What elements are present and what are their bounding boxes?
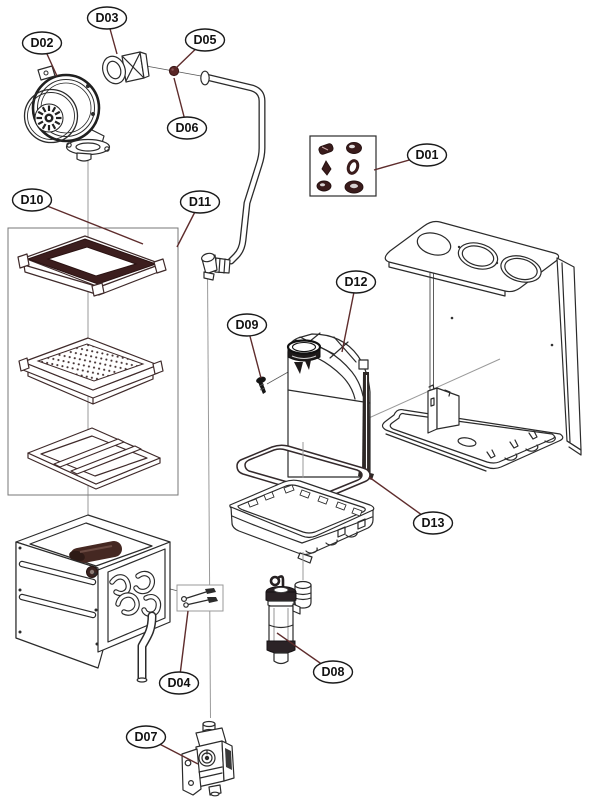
callout-D12: D12 [335, 270, 377, 353]
callout-ellipse-D04 [158, 671, 200, 695]
flue-collar [286, 339, 322, 374]
fan-assembly [23, 65, 111, 162]
fixing-screw [256, 376, 266, 394]
callout-text-D02: D02 [31, 36, 54, 50]
callout-ellipse-D05 [184, 28, 226, 52]
valve-bracket [181, 748, 202, 796]
fan-outlet-flange [65, 138, 111, 162]
callout-ellipse-D12 [335, 270, 377, 294]
door-frame-panel [27, 427, 161, 490]
door-gasket-panel [17, 235, 167, 297]
callout-ellipse-D02 [21, 31, 63, 55]
callout-D02: D02 [21, 31, 63, 77]
burner-plate [18, 337, 164, 405]
callout-text-D07: D07 [135, 730, 158, 744]
callout-ellipse-D13 [412, 511, 454, 535]
callout-ellipse-D09 [226, 313, 268, 337]
callout-D06: D06 [166, 77, 208, 140]
ignition-electrode [176, 584, 224, 612]
fan-inlet-ring [23, 88, 79, 144]
callout-text-D10: D10 [21, 193, 44, 207]
leader-line-D04 [178, 610, 189, 684]
trap-cap [294, 580, 312, 609]
callout-text-D12: D12 [345, 275, 368, 289]
fixings-kit [309, 135, 377, 197]
gas-pipe [200, 70, 266, 281]
callout-D08: D08 [276, 632, 354, 684]
hood-tab [358, 359, 369, 370]
fan-impeller [34, 103, 64, 133]
condensate-trap [265, 575, 301, 665]
callout-text-D13: D13 [422, 516, 445, 530]
pipe-grommet [168, 65, 180, 77]
condensate-pan [229, 479, 375, 564]
callout-text-D04: D04 [168, 676, 191, 690]
callout-ellipse-D08 [312, 660, 354, 684]
heat-exchanger [15, 514, 171, 683]
drain-pipe [136, 611, 157, 683]
callout-D03: D03 [86, 6, 128, 55]
callout-D09: D09 [226, 313, 268, 379]
callout-ellipse-D01 [406, 143, 448, 167]
callout-text-D06: D06 [176, 121, 199, 135]
kit-boundary-box [7, 227, 179, 496]
callout-text-D03: D03 [96, 11, 119, 25]
valve-knob [198, 749, 216, 767]
burner-port-holes [416, 232, 542, 283]
pipe-collar [200, 70, 210, 86]
callout-text-D09: D09 [236, 318, 259, 332]
callout-ellipse-D11 [179, 190, 221, 214]
sight-glass [86, 566, 98, 578]
frame-bracket [427, 384, 460, 434]
gas-valve [181, 720, 235, 797]
callout-text-D05: D05 [194, 33, 217, 47]
callout-text-D11: D11 [189, 195, 211, 209]
handle-rods [18, 560, 97, 619]
leader-line-D12 [341, 281, 357, 353]
callout-D13: D13 [368, 476, 454, 535]
coil-pipes [109, 570, 162, 617]
callout-D05: D05 [175, 28, 226, 69]
callout-D11: D11 [176, 190, 221, 248]
callout-text-D08: D08 [322, 665, 345, 679]
callout-ellipse-D10 [11, 188, 53, 212]
plate-bolts [18, 546, 99, 646]
callout-D01: D01 [373, 143, 448, 171]
callout-D07: D07 [125, 725, 199, 765]
leader-line-D10 [31, 199, 144, 245]
flue-hood [286, 332, 374, 480]
mounting-frame [381, 220, 582, 472]
callout-D10: D10 [11, 188, 144, 245]
callout-D04: D04 [158, 610, 200, 695]
callout-ellipse-D03 [86, 6, 128, 30]
callout-text-D01: D01 [416, 148, 439, 162]
pipe-elbow [201, 252, 231, 281]
callout-ellipse-D07 [125, 725, 167, 749]
callout-ellipse-D06 [166, 116, 208, 140]
venturi-adapter [102, 51, 150, 85]
